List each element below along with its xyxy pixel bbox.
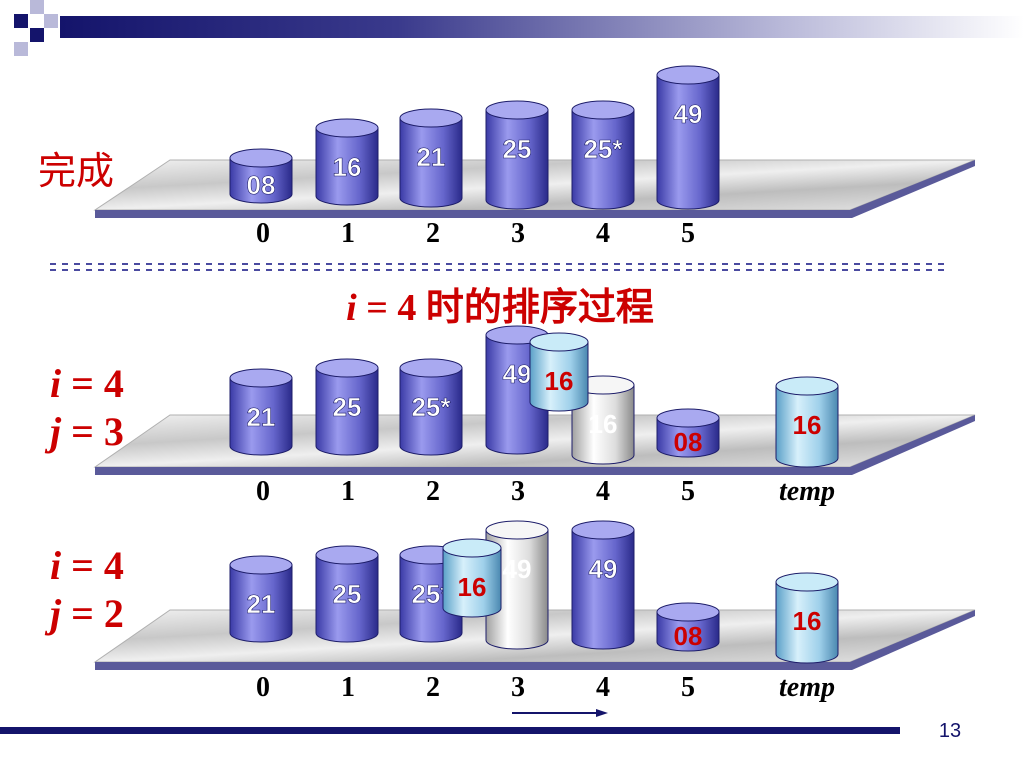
cylinder-value: 16 <box>793 410 822 440</box>
row3-i-label: i = 4 <box>50 542 160 589</box>
row3-index: 5 <box>681 672 695 703</box>
row3-index: 4 <box>596 672 610 703</box>
footer-line <box>0 727 900 734</box>
row3-index: 1 <box>341 672 355 703</box>
cylinder-value: 25* <box>583 134 623 164</box>
cylinder-step-j3-3: 49 <box>485 325 549 455</box>
cylinder-value: 49 <box>503 359 532 389</box>
cylinder-value: 25 <box>333 579 362 609</box>
section-title: i = 4 时的排序过程 <box>0 276 1000 331</box>
row2-index: 2 <box>426 476 440 507</box>
cylinder-value: 08 <box>247 170 276 200</box>
cylinder-value: 16 <box>545 366 574 396</box>
done-label: 完成 <box>38 151 115 193</box>
row1-index: 4 <box>596 218 610 249</box>
cylinder-step-j2-6: 16 <box>775 572 839 664</box>
row2-j-value: = 3 <box>61 409 124 454</box>
section-title-rest: = 4 时的排序过程 <box>356 287 654 329</box>
section-divider <box>50 262 950 272</box>
row2-i-label: i = 4 <box>50 360 160 407</box>
cylinder-value: 21 <box>247 589 276 619</box>
row2-i-var: i <box>50 361 62 406</box>
cylinder-value: 16 <box>458 572 487 602</box>
cylinder-done-3: 25 <box>485 100 549 210</box>
row2-index: 1 <box>341 476 355 507</box>
row2-index: 0 <box>256 476 270 507</box>
row3-i-value: = 4 <box>61 543 124 588</box>
title-bar-gradient <box>60 16 1024 38</box>
cylinder-done-0: 08 <box>229 148 293 204</box>
cylinder-value: 25* <box>411 392 451 422</box>
cylinder-step-j3-2: 25* <box>399 358 463 456</box>
cylinder-value: 21 <box>247 402 276 432</box>
cylinder-step-j2-7: 16 <box>442 538 502 618</box>
cylinder-done-5: 49 <box>656 65 720 210</box>
cylinder-value: 25 <box>333 392 362 422</box>
cylinder-step-j3-5: 08 <box>656 408 720 458</box>
row1-index: 2 <box>426 218 440 249</box>
row3-j-var: j <box>50 591 62 636</box>
row3-j-label: j = 2 <box>50 590 160 637</box>
corner-square-2 <box>30 0 44 14</box>
row2-j-var: j <box>50 409 62 454</box>
row2-temp-label: temp <box>779 476 835 507</box>
row3-temp-label: temp <box>779 672 835 703</box>
cylinder-step-j2-4: 49 <box>571 520 635 650</box>
cylinder-value: 49 <box>589 554 618 584</box>
corner-square-1 <box>14 14 28 28</box>
section-title-var: i <box>346 287 357 329</box>
cylinder-value: 25 <box>503 134 532 164</box>
corner-square-3 <box>44 14 58 28</box>
cylinder-step-j2-1: 25 <box>315 545 379 643</box>
slide-number: 13 <box>938 720 962 742</box>
row2-j-label: j = 3 <box>50 408 160 455</box>
row3-index: 2 <box>426 672 440 703</box>
row1-index: 5 <box>681 218 695 249</box>
cylinder-step-j2-5: 08 <box>656 602 720 652</box>
cylinder-step-j3-6: 16 <box>775 376 839 468</box>
cylinder-value: 49 <box>674 99 703 129</box>
cylinder-value: 08 <box>674 427 703 457</box>
row1-index: 3 <box>511 218 525 249</box>
cylinder-done-4: 25* <box>571 100 635 210</box>
cylinder-value: 21 <box>417 142 446 172</box>
cylinder-step-j3-1: 25 <box>315 358 379 456</box>
row3-i-var: i <box>50 543 62 588</box>
row2-i-value: = 4 <box>61 361 124 406</box>
corner-square-5 <box>14 42 28 56</box>
row3-index: 0 <box>256 672 270 703</box>
cylinder-value: 16 <box>589 409 618 439</box>
row3-index: 3 <box>511 672 525 703</box>
row3-j-value: = 2 <box>61 591 124 636</box>
cylinder-value: 16 <box>793 606 822 636</box>
cylinder-value: 16 <box>333 152 362 182</box>
cylinder-step-j2-0: 21 <box>229 555 293 643</box>
cylinder-step-j3-4: 16 <box>571 375 635 465</box>
cylinder-step-j3-7: 16 <box>529 332 589 412</box>
row1-index: 1 <box>341 218 355 249</box>
row2-index: 3 <box>511 476 525 507</box>
move-arrow-icon <box>512 709 608 717</box>
row2-index: 4 <box>596 476 610 507</box>
corner-square-4 <box>30 28 44 42</box>
row1-index: 0 <box>256 218 270 249</box>
cylinder-done-2: 21 <box>399 108 463 208</box>
cylinder-value: 08 <box>674 621 703 651</box>
cylinder-value: 49 <box>503 554 532 584</box>
row2-index: 5 <box>681 476 695 507</box>
cylinder-step-j3-0: 21 <box>229 368 293 456</box>
cylinder-done-1: 16 <box>315 118 379 206</box>
